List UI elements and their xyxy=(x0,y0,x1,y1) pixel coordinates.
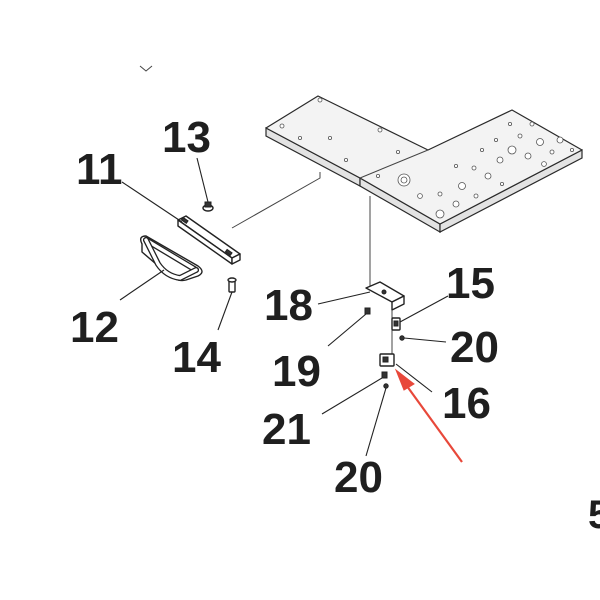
callout-19: 19 xyxy=(272,347,321,396)
callout-14: 14 xyxy=(172,333,221,382)
callout-21: 21 xyxy=(262,405,311,454)
part-21-screw xyxy=(381,371,388,379)
callout-11: 11 xyxy=(76,145,123,194)
callout-15: 15 xyxy=(446,259,495,308)
part-16-block xyxy=(379,353,395,367)
part-20-washer-lower xyxy=(383,383,389,389)
callout-12: 12 xyxy=(70,303,119,352)
callout-labels: 11 12 13 14 15 16 18 19 20 20 21 xyxy=(70,113,499,502)
leader-lines xyxy=(119,157,449,457)
callout-18: 18 xyxy=(264,281,313,330)
part-13-screw xyxy=(202,201,214,212)
stray-mark xyxy=(139,65,153,72)
plate-holes xyxy=(279,97,575,219)
highlight-arrow xyxy=(394,368,463,463)
part-12-handle xyxy=(139,235,203,282)
callout-13: 13 xyxy=(162,113,211,162)
callout-16: 16 xyxy=(442,379,491,428)
part-15-clamp xyxy=(391,317,401,331)
edge-mark: 5 xyxy=(588,493,600,537)
connector-line-left xyxy=(231,172,321,229)
part-18-bracket xyxy=(365,281,405,356)
part-14-bolt xyxy=(227,277,237,293)
callout-20-lower: 20 xyxy=(334,453,383,502)
part-19-screw xyxy=(364,307,371,315)
callout-20-upper: 20 xyxy=(450,323,499,372)
part-20-washer-upper xyxy=(399,335,405,341)
main-plate xyxy=(265,95,583,234)
part-11-bar xyxy=(177,215,241,265)
